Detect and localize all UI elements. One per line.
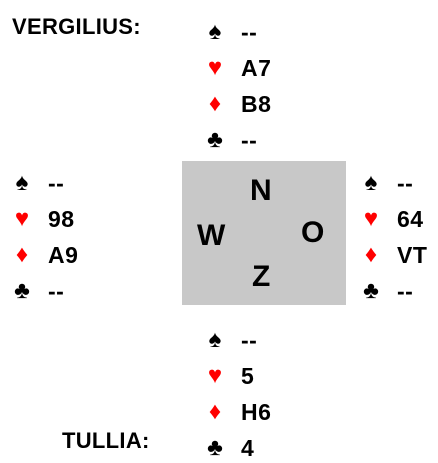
club-icon: ♣ bbox=[207, 126, 223, 153]
compass-table: N W O Z bbox=[182, 161, 346, 305]
club-icon: ♣ bbox=[14, 277, 30, 304]
west-spades-cards: -- bbox=[48, 170, 65, 196]
club-icon: ♣ bbox=[363, 277, 379, 304]
spade-icon: ♠ bbox=[208, 326, 222, 353]
east-clubs-cards: -- bbox=[397, 278, 414, 304]
south-player-name: TULLIA: bbox=[62, 428, 150, 453]
diamond-icon: ♦ bbox=[208, 90, 222, 117]
east-spades-cards: -- bbox=[397, 170, 414, 196]
spade-icon: ♠ bbox=[208, 18, 222, 45]
north-hearts-cards: A7 bbox=[241, 55, 272, 81]
heart-icon: ♥ bbox=[207, 362, 223, 389]
club-icon: ♣ bbox=[207, 434, 223, 461]
heart-icon: ♥ bbox=[207, 54, 223, 81]
north-spades-cards: -- bbox=[241, 19, 258, 45]
west-diamonds-cards: A9 bbox=[48, 242, 79, 268]
diamond-icon: ♦ bbox=[208, 398, 222, 425]
diamond-icon: ♦ bbox=[15, 241, 29, 268]
west-hearts-cards: 98 bbox=[48, 206, 75, 232]
heart-icon: ♥ bbox=[14, 205, 30, 232]
west-clubs-cards: -- bbox=[48, 278, 65, 304]
compass-east: O bbox=[301, 216, 325, 249]
compass-south: Z bbox=[252, 260, 271, 293]
north-diamonds-cards: B8 bbox=[241, 91, 272, 117]
heart-icon: ♥ bbox=[363, 205, 379, 232]
spade-icon: ♠ bbox=[364, 169, 378, 196]
south-diamonds-cards: H6 bbox=[241, 399, 272, 425]
south-spades-cards: -- bbox=[241, 327, 258, 353]
south-clubs-cards: 4 bbox=[241, 435, 255, 461]
south-hearts-cards: 5 bbox=[241, 363, 255, 389]
north-player-name: VERGILIUS: bbox=[12, 14, 141, 39]
east-diamonds-cards: VT bbox=[397, 242, 428, 268]
spade-icon: ♠ bbox=[15, 169, 29, 196]
compass-west: W bbox=[197, 219, 226, 252]
north-clubs-cards: -- bbox=[241, 127, 258, 153]
compass-north: N bbox=[250, 174, 272, 207]
diamond-icon: ♦ bbox=[364, 241, 378, 268]
east-hearts-cards: 64 bbox=[397, 206, 424, 232]
